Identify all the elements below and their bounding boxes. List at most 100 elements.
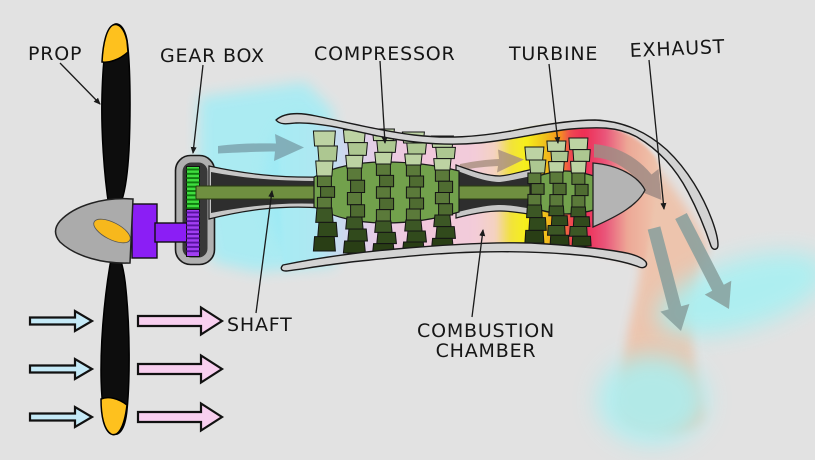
compressor-blade-lower	[404, 219, 423, 232]
turbine-blade-stator	[568, 137, 589, 151]
compressor-blades	[312, 128, 456, 256]
intake-air-arrow-icon	[28, 405, 95, 429]
turbine-blade-rotor	[571, 195, 586, 208]
turbine-blade-lower	[568, 226, 588, 237]
compressor-blade-stator	[315, 160, 334, 177]
compressor-blade-rotor	[409, 197, 425, 210]
compressor-leader-line	[379, 60, 388, 144]
turbine-blade-lower	[524, 229, 545, 244]
turbine-blade-rotor	[552, 182, 567, 196]
compressor-blade-rotor	[346, 167, 362, 181]
shaft-leader-line	[255, 190, 275, 314]
turbine-blade-rotor	[571, 172, 586, 185]
turbine-blade-stator	[570, 160, 587, 174]
intake-flow-arrow-icon	[218, 134, 304, 161]
compressor-blade-rotor	[434, 192, 450, 205]
shaft-label: SHAFT	[227, 314, 293, 336]
flow-arrows	[218, 134, 732, 331]
compressor-blade-lower	[433, 214, 452, 228]
compressor-blade-rotor	[375, 186, 391, 199]
turbine-blade-lower	[528, 217, 547, 231]
combustor-flow-arrow-icon	[460, 149, 524, 173]
turbine-blade-stator	[548, 161, 565, 173]
turbine-blade-stator	[528, 159, 547, 174]
prop-tip-lower	[100, 396, 128, 436]
compressor-blade-rotor	[320, 186, 336, 198]
casing-bottom	[280, 242, 648, 272]
prop-tip-upper	[101, 23, 129, 63]
compressor-blade-stator	[347, 142, 368, 156]
compressor-blade-stator	[345, 154, 364, 169]
combustion-leader-line	[471, 229, 486, 318]
turbine-blade-lower	[570, 206, 587, 218]
prop-shaft-coupling	[131, 203, 158, 259]
exhaust-down-arrow-left-icon	[647, 226, 690, 331]
turbine-blade-rotor	[527, 172, 542, 185]
compressor-blade-rotor	[375, 163, 391, 176]
exhaust-leader-line	[648, 59, 667, 210]
compressor-blade-rotor	[379, 197, 395, 211]
compressor-blade-lower	[342, 240, 366, 254]
labels: PROP GEAR BOX COMPRESSOR TURBINE EXHAUST…	[28, 36, 726, 362]
propeller-assembly	[54, 23, 134, 436]
compressor-blade-rotor	[438, 203, 454, 216]
turbine-blade-stator	[524, 146, 545, 161]
spinner-hub	[54, 197, 134, 264]
prop-blade-lower	[100, 252, 130, 435]
exhaust-label: EXHAUST	[629, 36, 725, 62]
compressor-blade-lower	[406, 230, 427, 243]
compressor-blade-rotor	[405, 186, 421, 199]
turbine-blades	[524, 137, 592, 247]
tail-cone	[592, 162, 646, 228]
compressor-blade-rotor	[316, 196, 332, 209]
casing-top	[275, 112, 719, 250]
compressor-blade-rotor	[405, 164, 421, 177]
compressor-blade-stator	[374, 151, 393, 165]
compressor-blade-stator	[433, 158, 452, 171]
compressor-blade-stator	[317, 145, 338, 162]
turbine-leader-line	[548, 63, 561, 144]
exhaust-cyan-lower	[597, 355, 707, 445]
turbine-blade-lower	[549, 234, 570, 246]
turbine-blade-lower	[550, 215, 569, 226]
prop-leader-line	[59, 62, 101, 105]
compressor-blade-stator	[312, 130, 336, 147]
turbine-blade-stator	[550, 150, 569, 163]
compressor-blade-lower	[374, 220, 393, 233]
compressor-blade-lower	[345, 216, 364, 230]
leader-lines	[59, 59, 667, 318]
compressor-blade-lower	[347, 228, 368, 242]
prop-label: PROP	[28, 43, 82, 65]
gearbox-purple-gear	[186, 209, 200, 257]
intake-air-arrow-icon	[28, 357, 95, 381]
compressor-blade-rotor	[409, 175, 425, 188]
turbine-blade-rotor	[530, 183, 545, 195]
compressor-blade-stator	[376, 140, 397, 153]
compressor-blade-rotor	[316, 175, 332, 188]
turbine-blade-rotor	[574, 183, 589, 197]
exhaust-cyan-swath	[657, 252, 815, 336]
exhaust-down-arrow-right-icon	[675, 213, 732, 309]
turbine-label: TURBINE	[508, 43, 598, 65]
nacelle-casing	[275, 112, 719, 272]
compressor-blade-rotor	[346, 192, 362, 206]
turbine-blade-lower	[526, 204, 543, 219]
compressor-blade-rotor	[350, 204, 366, 218]
prop-slipstream-arrow-icon	[136, 305, 225, 337]
compressor-blade-stator	[406, 142, 427, 155]
turbine-blade-lower	[548, 205, 565, 217]
combustion-label-line1: COMBUSTION	[417, 320, 555, 342]
compressor-blade-rotor	[350, 179, 366, 193]
turbine-blade-rotor	[549, 171, 564, 184]
turbine-blade-lower	[572, 216, 591, 227]
airflow-arrow-rows	[28, 305, 225, 433]
hub-yellow-detail	[93, 218, 131, 244]
gearbox-leader-line	[190, 64, 204, 154]
prop-slipstream-arrow-icon	[136, 401, 225, 433]
turbine-blade-stator	[546, 140, 567, 152]
compressor-blade-stator	[404, 153, 423, 166]
compressor-blade-rotor	[375, 209, 391, 222]
compressor-blade-rotor	[405, 208, 421, 221]
